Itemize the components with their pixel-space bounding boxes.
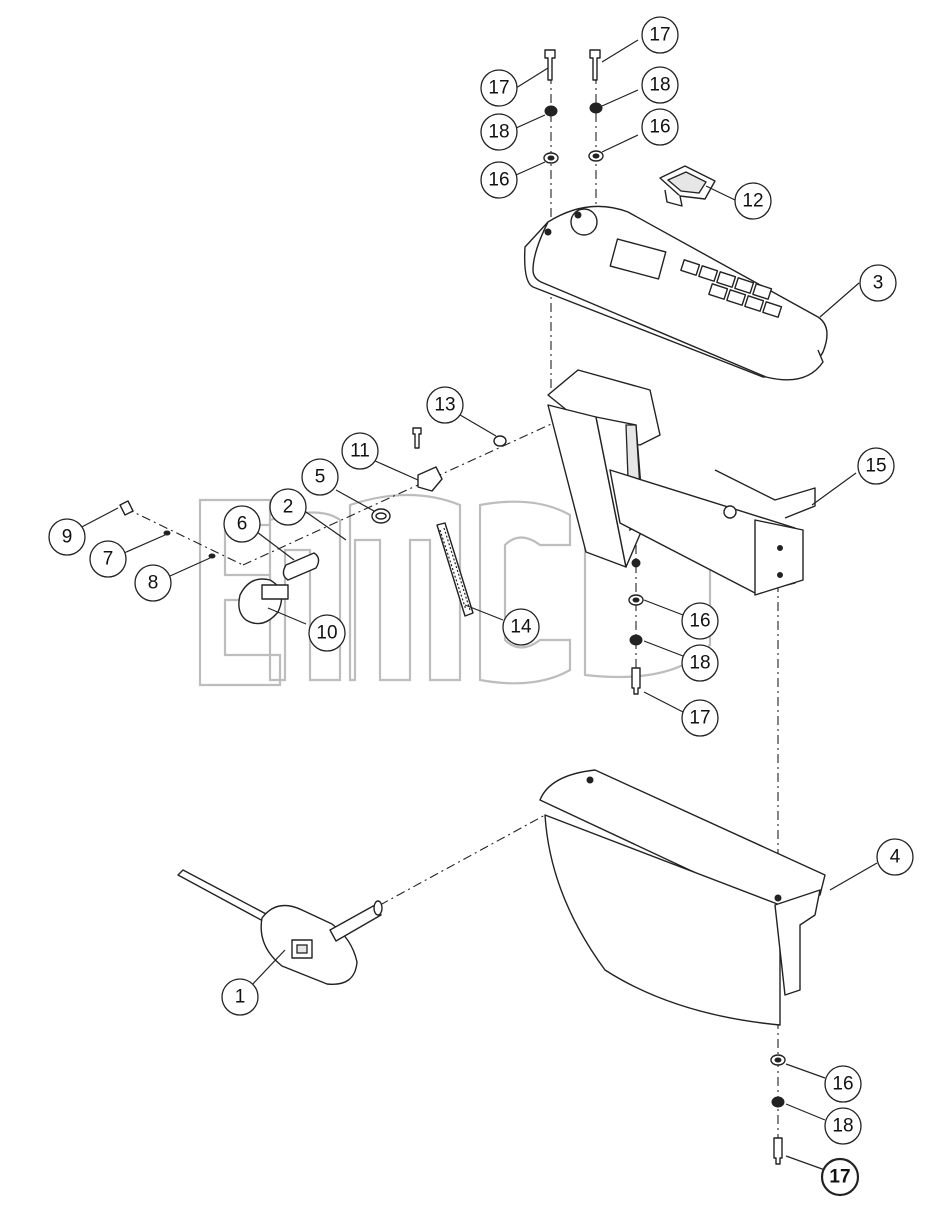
callout-label: 16 — [689, 611, 710, 632]
callout-label: 16 — [488, 170, 509, 191]
callout-label: 5 — [315, 467, 326, 488]
lower-housing-part-4 — [539, 769, 826, 1026]
callout-label: 2 — [283, 497, 294, 518]
clip-part-11 — [417, 466, 443, 492]
callout-label: 8 — [148, 573, 159, 594]
callout-17-c: 17 — [681, 699, 719, 737]
o-ring-part-13 — [493, 435, 507, 447]
callout-7: 7 — [89, 540, 127, 578]
callout-label: 15 — [865, 456, 886, 477]
top-cover-part-3 — [523, 205, 828, 381]
screw-part-11 — [412, 427, 422, 449]
callout-12: 12 — [734, 182, 772, 220]
spring-part-14 — [436, 522, 474, 617]
callout-17-b: 17 — [641, 16, 679, 54]
callout-label: 18 — [832, 1116, 853, 1137]
callout-label: 18 — [649, 75, 670, 96]
callout-label: 18 — [689, 653, 710, 674]
fastener-stack-right — [588, 49, 604, 162]
callout-label: 17 — [829, 1167, 850, 1188]
bezel-part-12 — [659, 165, 716, 207]
callout-label: 9 — [62, 527, 73, 548]
callout-label: 18 — [488, 122, 509, 143]
callout-8: 8 — [134, 564, 172, 602]
callout-5: 5 — [301, 458, 339, 496]
callout-6: 6 — [223, 505, 261, 543]
callout-11: 11 — [341, 432, 379, 470]
callout-label: 6 — [237, 514, 248, 535]
callout-label: 13 — [434, 395, 455, 416]
fastener-stack-left — [543, 49, 559, 164]
callout-label: 17 — [649, 25, 670, 46]
callout-label: 10 — [316, 623, 337, 644]
callout-13: 13 — [426, 386, 464, 424]
callout-label: 4 — [890, 847, 901, 868]
callout-14: 14 — [502, 608, 540, 646]
lever-handle-part-1 — [177, 869, 383, 986]
callout-16-b: 16 — [641, 108, 679, 146]
callout-label: 17 — [689, 708, 710, 729]
callout-1: 1 — [221, 978, 259, 1016]
callout-4: 4 — [876, 838, 914, 876]
small-parts-cluster — [119, 427, 507, 625]
washer-part-7 — [163, 530, 171, 536]
callout-label: 14 — [510, 617, 532, 638]
callout-15: 15 — [857, 447, 895, 485]
callout-10: 10 — [308, 614, 346, 652]
callout-16-c: 16 — [681, 602, 719, 640]
fastener-stack-middle — [628, 594, 644, 695]
callout-17-d: 17 — [820, 1157, 860, 1197]
callout-2: 2 — [269, 488, 307, 526]
fastener-stack-bottom — [770, 1054, 786, 1165]
callout-label: 7 — [103, 549, 114, 570]
callout-label: 12 — [742, 191, 763, 212]
callout-label: 3 — [873, 273, 884, 294]
bracket-housing-part-15 — [547, 369, 816, 596]
callout-9: 9 — [48, 518, 86, 556]
callout-3: 3 — [859, 264, 897, 302]
callout-16-d: 16 — [824, 1065, 862, 1103]
washer-part-8 — [208, 553, 216, 559]
callout-17-a: 17 — [480, 69, 518, 107]
callout-18-b: 18 — [641, 66, 679, 104]
leader-lines — [75, 39, 878, 1171]
callout-18-d: 18 — [824, 1107, 862, 1145]
keypad-buttons — [680, 259, 783, 318]
callout-18-a: 18 — [480, 113, 518, 151]
callout-16-a: 16 — [480, 161, 518, 199]
callout-label: 16 — [649, 117, 670, 138]
callout-label: 16 — [832, 1074, 853, 1095]
callout-18-c: 18 — [681, 644, 719, 682]
callout-label: 11 — [350, 441, 370, 462]
callout-label: 1 — [235, 987, 246, 1008]
callout-label: 17 — [488, 78, 509, 99]
pin-part-9 — [119, 500, 134, 516]
bushing-part-6 — [282, 552, 320, 581]
